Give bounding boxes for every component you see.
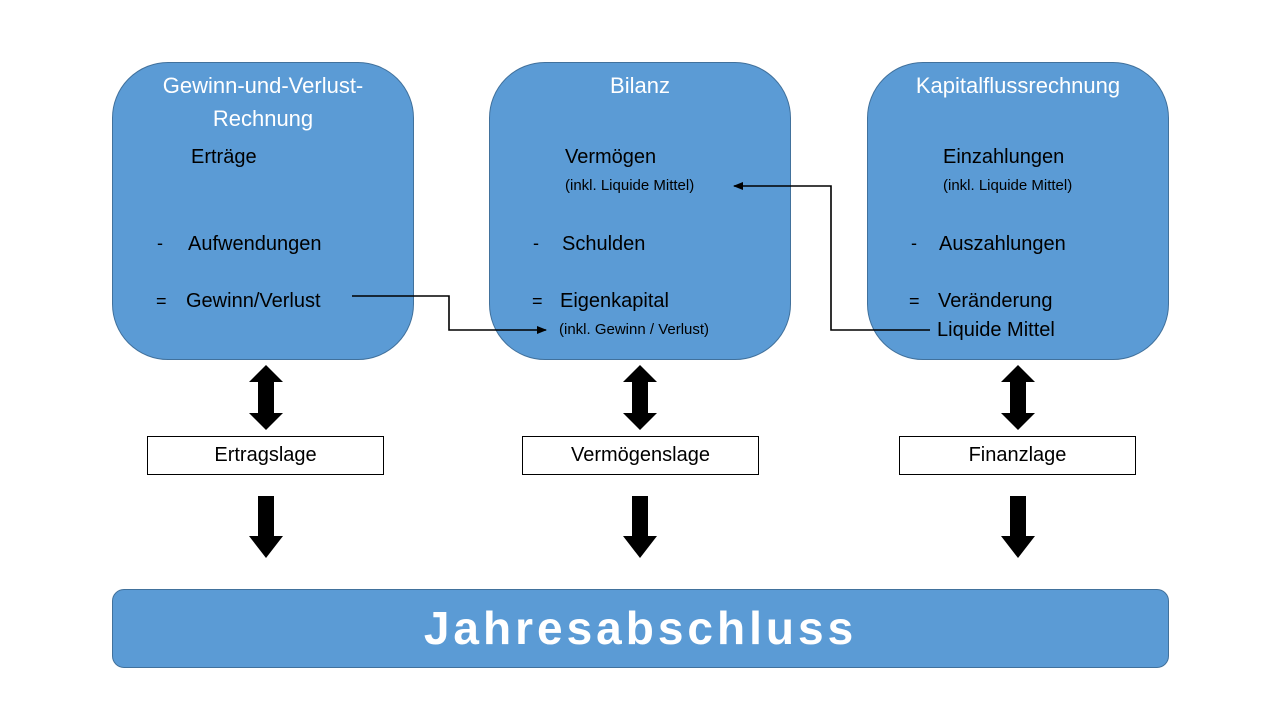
bilanz-eigenkapital-note: (inkl. Gewinn / Verlust) (559, 321, 710, 338)
guv-gewinn-verlust: Gewinn/Verlust (186, 290, 321, 312)
panel-guv-title: Gewinn-und-Verlust- Rechnung (162, 73, 364, 131)
panel-bilanz: Bilanz Vermögen (inkl. Liquide Mittel) -… (489, 62, 791, 360)
panel-guv: Gewinn-und-Verlust- Rechnung Erträge - A… (112, 62, 414, 360)
footer-jahresabschluss: Jahresabschluss (112, 589, 1169, 668)
panel-bilanz-title: Bilanz (610, 73, 670, 98)
kfr-minus-sign: - (911, 233, 917, 253)
kfr-einzahlungen-note: (inkl. Liquide Mittel) (943, 177, 1073, 194)
kfr-equals-sign: = (909, 291, 920, 311)
guv-ertraege: Erträge (191, 146, 257, 168)
bilanz-schulden: Schulden (562, 233, 646, 255)
label-finanzlage: Finanzlage (899, 436, 1136, 475)
bilanz-eigenkapital: Eigenkapital (560, 290, 669, 312)
footer-title: Jahresabschluss (423, 602, 858, 654)
connector-gewinn-to-eigenkapital (352, 295, 547, 334)
double-arrow-icon (623, 365, 657, 430)
guv-aufwendungen: Aufwendungen (188, 233, 322, 255)
bilanz-minus-sign: - (533, 233, 539, 253)
down-arrow-icon (249, 496, 283, 558)
double-arrow-icon (1001, 365, 1035, 430)
kfr-auszahlungen: Auszahlungen (939, 233, 1066, 255)
connector-liquide-mittel-to-vermoegen (733, 182, 930, 331)
kfr-veraenderung: Veränderung (938, 290, 1053, 312)
kfr-einzahlungen: Einzahlungen (943, 146, 1065, 168)
guv-minus-sign: - (157, 233, 163, 253)
panel-kapitalfluss: Kapitalflussrechnung Einzahlungen (inkl.… (867, 62, 1169, 360)
bilanz-equals-sign: = (532, 291, 543, 311)
down-arrow-icon (623, 496, 657, 558)
label-ertragslage: Ertragslage (147, 436, 384, 475)
down-arrow-icon (1001, 496, 1035, 558)
guv-equals-sign: = (156, 291, 167, 311)
label-vermoegenslage: Vermögenslage (522, 436, 759, 475)
panel-kapitalfluss-title: Kapitalflussrechnung (915, 73, 1121, 98)
bilanz-vermoegen-note: (inkl. Liquide Mittel) (565, 177, 695, 194)
double-arrow-icon (249, 365, 283, 430)
kfr-liquide-mittel: Liquide Mittel (937, 319, 1055, 341)
bilanz-vermoegen: Vermögen (565, 146, 657, 168)
